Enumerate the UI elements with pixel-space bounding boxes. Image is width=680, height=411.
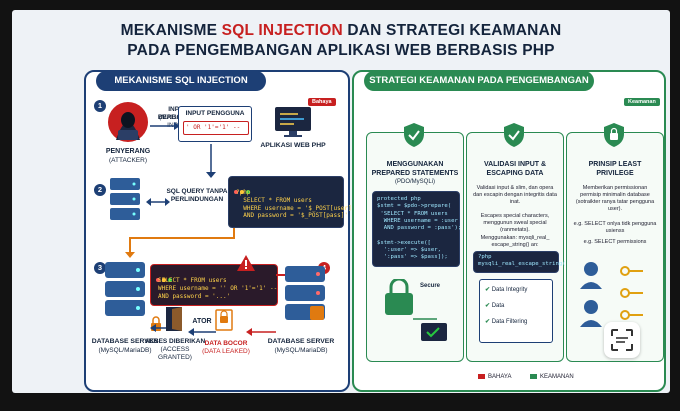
- user-input-label: INPUT PENGGUNA: [185, 110, 245, 117]
- access-label: AKSES DIBERIKAN: [144, 338, 206, 345]
- injected-query-block: SELECT * FROM users WHERE username = '' …: [150, 264, 278, 306]
- monitor-icon: [275, 107, 311, 137]
- col2-title1: VALIDASI INPUT &: [483, 161, 547, 168]
- col1-title2: PREPARED STATEMENTS: [371, 170, 459, 177]
- app-label: APLIKASI WEB PHP: [260, 142, 326, 149]
- access-sublabel: (ACCESS GRANTED): [158, 346, 192, 361]
- prepared-code-text: protected php $stmt = $pdo->prepare( 'SE…: [377, 196, 462, 261]
- arrow-left-3-icon: [246, 328, 276, 336]
- user-input-box: INPUT PENGGUNA ' OR '1'='1' --: [178, 106, 252, 142]
- database-server-icon: [105, 262, 145, 316]
- vulnerable-code-text: ?php SELECT * FROM users WHERE username …: [236, 189, 356, 220]
- scan-text-button[interactable]: [604, 322, 640, 358]
- leak-sublabel: (DATA LEAKED): [202, 348, 250, 355]
- escape-code-text: ?php mysqli_real_escape_string(): [478, 254, 569, 268]
- shield-check-icon: [404, 123, 424, 147]
- injection-panel: MEKANISME SQL INJECTION Bahaya 1 2 3 4 P…: [84, 70, 355, 392]
- col3-title2: PRIVILEGE: [596, 170, 634, 177]
- col3-text2: e.g. SELECT onlya tidk pengguna usienss: [573, 221, 657, 234]
- col3-text3: e.g. SELECT permissions: [583, 239, 647, 245]
- shield-check-2-icon: [504, 123, 524, 147]
- leaked-file-icon: [215, 309, 233, 331]
- input-validation-column: VALIDASI INPUT & ESCAPING DATA Validasi …: [466, 132, 569, 362]
- legend-danger: BAHAYA: [478, 374, 511, 380]
- leak-label: DATA BOCOR: [204, 340, 248, 347]
- check-item-3: ✔ Data Filtering: [485, 319, 528, 325]
- window-dots: [234, 181, 252, 199]
- hacker-icon: [108, 102, 148, 142]
- database-server-2-icon: [285, 266, 325, 320]
- arrow-both-icon: [146, 198, 170, 206]
- vulnerable-code-block: ?php SELECT * FROM users WHERE username …: [228, 176, 355, 228]
- db-left-sublabel: (MySQL/MariaDB): [98, 347, 152, 354]
- db-right-sublabel: (MySQL/MariaDB): [274, 347, 328, 354]
- query-label-2: PERLINDUNGAN: [170, 196, 224, 203]
- page-title-line1: MEKANISME SQL INJECTION DAN STRATEGI KEA…: [120, 22, 562, 39]
- check-item-2: ✔ Data: [485, 303, 505, 309]
- col1-title3: (PDO/MySQLi): [394, 179, 435, 185]
- col2-text2: Escapes special characters, menggunun sw…: [480, 213, 550, 233]
- open-door-icon: [166, 307, 182, 331]
- title-highlight: SQL INJECTION: [221, 22, 343, 39]
- attacker-label: PENYERANG: [105, 148, 151, 155]
- col3-text1: Memberikan permissionan permisip minimal…: [575, 185, 655, 212]
- warning-icon: [237, 255, 255, 271]
- security-panel-header: STRATEGI KEAMANAN PADA PENGEMBANGAN PHP: [364, 71, 594, 106]
- flow-arrow-icon: [125, 228, 235, 258]
- col2-text1: Validasi input & slim, dan opera dan esc…: [473, 185, 557, 205]
- legend-safe-swatch: [530, 374, 537, 379]
- step-3-badge: 3: [94, 262, 106, 274]
- window-dots-2: [156, 269, 174, 287]
- legend-danger-swatch: [478, 374, 485, 379]
- arrow-right-icon: [150, 122, 180, 130]
- legend-safe: KEAMANAN: [530, 374, 574, 380]
- attacker-sublabel: (ATTACKER): [108, 157, 148, 164]
- injected-query-text: SELECT * FROM users WHERE username = '' …: [158, 277, 278, 300]
- least-privilege-column: PRINSIP LEAST PRIVILEGE Memberikan permi…: [566, 132, 664, 362]
- col2-text3: Menggunakan: mysqli_real_ escape_string(…: [480, 235, 550, 248]
- actor-label: ATOR: [192, 318, 212, 325]
- secure-label: Secure: [419, 283, 440, 289]
- danger-tag: Bahaya: [308, 98, 336, 106]
- arrow-down-icon: [206, 144, 216, 178]
- step-1-badge: 1: [94, 100, 106, 112]
- step-2-badge: 2: [94, 184, 106, 196]
- server-icon: [110, 178, 140, 220]
- users-keys-icon: [580, 262, 643, 327]
- prepared-statements-column: MENGGUNAKAN PREPARED STATEMENTS (PDO/MyS…: [366, 132, 464, 362]
- prepared-code-block: protected php $stmt = $pdo->prepare( 'SE…: [372, 191, 462, 267]
- secure-lock-icon: [385, 279, 447, 341]
- col2-title2: ESCAPING DATA: [486, 170, 544, 177]
- scan-icon: [611, 329, 633, 351]
- check-item-1: ✔ Data Integrity: [485, 287, 528, 293]
- escape-code-block: ?php mysqli_real_escape_string(): [473, 251, 569, 273]
- db-right-label: DATABASE SERVER: [267, 338, 335, 345]
- user-input-field: ' OR '1'='1' --: [183, 121, 249, 135]
- checklist-card: ✔ Data Integrity ✔ Data ✔ Data Filtering: [479, 279, 553, 343]
- security-tag: Keamanan: [624, 98, 660, 106]
- security-panel: STRATEGI KEAMANAN PADA PENGEMBANGAN PHP …: [352, 70, 666, 392]
- col3-title1: PRINSIP LEAST: [588, 161, 642, 168]
- injection-panel-header: MEKANISME SQL INJECTION: [96, 71, 266, 91]
- col1-title1: MENGGUNAKAN: [386, 161, 444, 168]
- infographic: MEKANISME SQL INJECTION DAN STRATEGI KEA…: [12, 10, 670, 393]
- query-label: SQL QUERY TANPA: [166, 188, 228, 195]
- arrow-left-2-icon: [188, 328, 216, 336]
- page-title-line2: PADA PENGEMBANGAN APLIKASI WEB BERBASIS …: [127, 42, 555, 59]
- db-left-label: DATABASE SERVER: [91, 338, 159, 345]
- shield-lock-icon: [604, 123, 624, 147]
